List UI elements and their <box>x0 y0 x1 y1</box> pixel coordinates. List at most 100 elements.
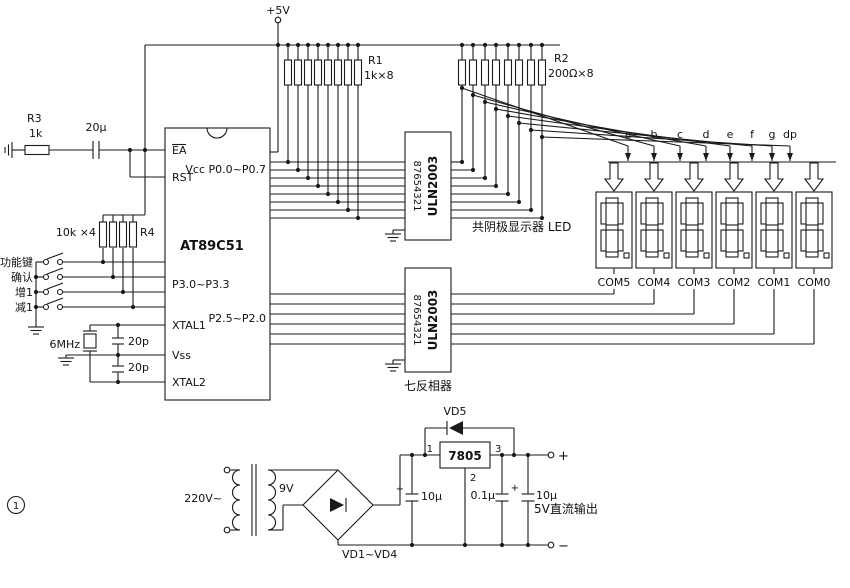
r2-resistor <box>514 59 524 86</box>
pin-ea: EA <box>172 144 187 157</box>
junction-dot <box>409 542 415 548</box>
vd5-label: VD5 <box>444 405 467 418</box>
r4-name: R4 <box>140 226 155 239</box>
display-segment-icon <box>605 197 619 204</box>
segment-label: f <box>750 128 755 141</box>
junction-dot <box>115 352 121 358</box>
display-segment-icon <box>605 251 619 258</box>
output-cap-value: 10μ <box>536 489 557 502</box>
junction-dot <box>285 159 291 165</box>
r1-value: 1k×8 <box>364 69 394 82</box>
com-label: COM4 <box>638 276 671 289</box>
com-label: COM5 <box>598 276 631 289</box>
regulator-pin2: 2 <box>470 473 476 484</box>
display-segment-icon <box>737 202 744 225</box>
junction-dot <box>528 207 534 213</box>
com-label: COM1 <box>758 276 791 289</box>
segment-arrow-icon <box>749 153 755 161</box>
circuit-marker-label: 1 <box>13 501 19 512</box>
key-contact-icon <box>56 303 64 311</box>
regulator-pin3: 3 <box>495 444 501 455</box>
junction-dot <box>539 215 545 221</box>
display-segment-icon <box>777 202 784 225</box>
uln1-pin-numbers: 87654321 <box>411 161 422 212</box>
plus-label: + <box>558 449 569 464</box>
segment-arrow-icon <box>677 153 683 161</box>
r2-resistor <box>537 59 547 86</box>
display-segment-icon <box>777 229 784 252</box>
minus-label: − <box>558 539 569 554</box>
pin-xtal1: XTAL1 <box>172 319 206 332</box>
junction-dot <box>516 199 522 205</box>
display-segment-icon <box>657 202 664 225</box>
junction-dot <box>470 167 476 173</box>
display-segment-icon <box>823 252 830 259</box>
junction-dot <box>459 159 465 165</box>
dc-minus-terminal <box>547 541 555 549</box>
regulator-pin1: 1 <box>427 444 433 455</box>
uln1-name: ULN2003 <box>426 156 440 217</box>
segment-line <box>461 87 629 147</box>
transformer-primary-coil <box>232 469 241 531</box>
display-input-arrow-icon <box>683 162 705 192</box>
r4-resistor <box>108 221 118 248</box>
uln-caption: 七反相器 <box>404 379 452 393</box>
r2-resistor <box>491 59 501 86</box>
uln2003-chip-2 <box>404 267 452 373</box>
display-segment-icon <box>685 251 699 258</box>
junction-dot <box>525 452 531 458</box>
vd5-diode-icon <box>449 421 463 435</box>
xtal1-cap-value: 20p <box>128 335 149 348</box>
com-label: COM3 <box>678 276 711 289</box>
display-segment-icon <box>600 229 607 252</box>
display-segment-icon <box>617 229 624 252</box>
junction-dot <box>462 542 468 548</box>
output-cap-polarity: + <box>511 483 519 494</box>
key-contact-icon <box>56 288 64 296</box>
display-segment-icon <box>617 202 624 225</box>
junction-dot <box>409 452 415 458</box>
display-segment-icon <box>765 224 779 231</box>
display-segment-icon <box>765 197 779 204</box>
segment-arrow-icon <box>651 153 657 161</box>
key-contact-icon <box>42 273 50 281</box>
display-segment-icon <box>720 229 727 252</box>
display-segment-icon <box>725 251 739 258</box>
r2-resistor <box>480 59 490 86</box>
r1-resistor <box>353 59 363 86</box>
display-segment-icon <box>600 202 607 225</box>
r4-resistor <box>98 221 108 248</box>
wire <box>83 333 97 349</box>
display-segment-icon <box>805 197 819 204</box>
junction-dot <box>115 379 121 385</box>
display-segment-icon <box>720 202 727 225</box>
bridge-diode-icon <box>330 498 344 512</box>
display-segment-icon <box>680 202 687 225</box>
mcu-chip <box>164 127 271 401</box>
vcc-label: +5V <box>266 4 290 17</box>
junction-dot <box>499 452 505 458</box>
r2-resistor <box>503 59 513 86</box>
display-input-arrow-icon <box>643 162 665 192</box>
mcu-name: AT89C51 <box>180 239 244 254</box>
pin-rst: RST <box>172 171 194 184</box>
display-segment-icon <box>657 229 664 252</box>
key-contact-icon <box>56 273 64 281</box>
junction-dot <box>499 542 505 548</box>
mains-terminal-bottom <box>223 526 231 534</box>
regulator-name: 7805 <box>448 449 481 463</box>
key-contact-icon <box>56 258 64 266</box>
key-contact-icon <box>42 258 50 266</box>
pin-p3: P3.0~P3.3 <box>172 278 229 291</box>
r1-resistor <box>343 59 353 86</box>
display-segment-icon <box>640 202 647 225</box>
junction-dot <box>115 322 121 328</box>
segment-line <box>530 129 773 147</box>
key-label: 增1 <box>15 285 33 299</box>
segment-arrow-icon <box>787 153 793 161</box>
display-segment-icon <box>645 197 659 204</box>
display-segment-icon <box>760 202 767 225</box>
display-segment-icon <box>725 197 739 204</box>
display-segment-icon <box>623 252 630 259</box>
key-blade-icon <box>46 297 64 305</box>
